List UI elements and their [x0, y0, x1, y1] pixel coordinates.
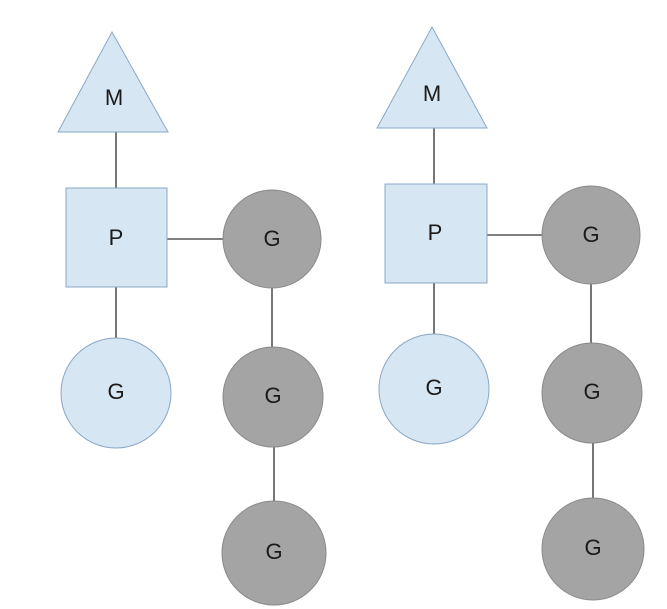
right-machine-node: M	[376, 25, 488, 129]
right-queue-goroutine-3: G	[541, 497, 645, 601]
left-processor-label: P	[109, 225, 124, 250]
left-machine-node: M	[57, 30, 169, 133]
left-queue-goroutine-1-label: G	[263, 226, 280, 251]
left-running-goroutine-label: G	[107, 379, 124, 404]
left-queue-goroutine-2-label: G	[264, 383, 281, 408]
left-running-goroutine-circle	[60, 337, 172, 449]
right-processor-node: P	[384, 183, 488, 284]
right-queue-goroutine-2-circle	[541, 342, 643, 444]
right-machine-label: M	[423, 81, 441, 106]
right-queue-goroutine-2-label: G	[583, 379, 600, 404]
left-machine-triangle	[57, 30, 169, 133]
right-queue-goroutine-1-circle	[541, 185, 641, 285]
right-running-goroutine-label: G	[425, 375, 442, 400]
right-running-goroutine-circle	[378, 333, 490, 445]
left-machine-label: M	[105, 85, 123, 110]
left-processor-node: P	[65, 187, 168, 288]
left-queue-goroutine-2: G	[222, 346, 324, 448]
right-queue-goroutine-1: G	[541, 185, 641, 285]
right-processor-square	[384, 183, 488, 284]
left-queue-goroutine-1: G	[222, 189, 322, 289]
right-queue-goroutine-2: G	[541, 342, 643, 444]
left-queue-goroutine-1-circle	[222, 189, 322, 289]
left-processor-square	[65, 187, 168, 288]
right-running-goroutine: G	[378, 333, 490, 445]
right-queue-goroutine-3-circle	[541, 497, 645, 601]
right-processor-label: P	[428, 220, 443, 245]
left-queue-goroutine-3-circle	[221, 500, 327, 606]
left-running-goroutine: G	[60, 337, 172, 449]
right-queue-goroutine-1-label: G	[582, 222, 599, 247]
right-group: M P G G G G	[376, 25, 645, 601]
left-group: M P G G G G	[57, 30, 327, 606]
right-queue-goroutine-3-label: G	[584, 535, 601, 560]
left-queue-goroutine-3: G	[221, 500, 327, 606]
left-queue-goroutine-3-label: G	[265, 539, 282, 564]
right-machine-triangle	[376, 25, 488, 129]
left-queue-goroutine-2-circle	[222, 346, 324, 448]
